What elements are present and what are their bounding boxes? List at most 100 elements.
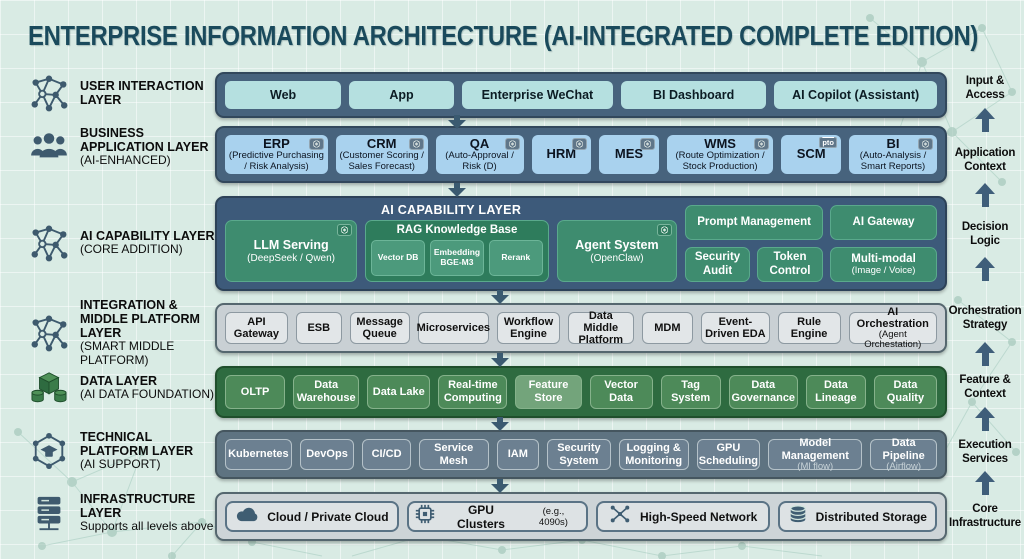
- flow-gap: [215, 417, 947, 431]
- token-control-box: Token Control: [756, 247, 824, 282]
- network-switch-icon: [608, 504, 632, 529]
- app-box-erp: ERP(Predictive Purchasing / Risk Analysi…: [225, 135, 328, 174]
- integration-box-mdm: MDM: [641, 312, 694, 344]
- database-icon: [788, 504, 808, 529]
- down-arrow-icon: [491, 478, 510, 493]
- box-title: CI/CD: [371, 448, 402, 461]
- ai-capability-row: AI CAPABILITY LAYER LLM Serving (DeepSee…: [215, 196, 947, 291]
- people-icon: [26, 131, 72, 163]
- server-stack-icon: [26, 494, 72, 532]
- down-arrow-icon: [491, 290, 510, 304]
- flow-gap: [215, 182, 947, 197]
- box-note: (e.g., 4090s): [538, 505, 568, 528]
- layer-subtitle: (AI SUPPORT): [80, 457, 161, 471]
- rag-knowledge-base-box: RAG Knowledge Base Vector DB Embedding B…: [365, 220, 549, 282]
- integration-box-esb: ESB: [295, 312, 342, 344]
- tech-box-data-pipeline: Data Pipeline(Airflow): [870, 437, 938, 472]
- user-interaction-row: Web App Enterprise WeChat BI Dashboard A…: [215, 72, 947, 118]
- integration-box-event-driven-eda: Event-Driven EDA: [701, 312, 770, 344]
- prompt-management-box: Prompt Management: [685, 205, 824, 240]
- flow-label-input-access: Input & Access: [965, 75, 1005, 101]
- data-box-data-warehouse: Data Warehouse: [293, 375, 360, 409]
- layer-subtitle: Supports all levels above: [80, 519, 214, 533]
- layer-stack: Web App Enterprise WeChat BI Dashboard A…: [215, 72, 947, 541]
- box-subtitle: (Auto-Approval / Risk (D): [445, 150, 514, 172]
- channel-box-app: App: [349, 81, 454, 109]
- integration-box-workflow-engine: Workflow Engine: [497, 312, 560, 344]
- data-box-realtime-computing: Real-time Computing: [438, 375, 508, 409]
- layer-label-integration-platform: INTEGRATION & MIDDLE PLATFORM LAYER(SMAR…: [26, 298, 216, 368]
- infra-box-gpu-clusters: GPU Clusters (e.g., 4090s): [406, 501, 588, 532]
- layer-title: AI CAPABILITY LAYER: [80, 229, 215, 244]
- down-arrow-icon: [491, 352, 510, 367]
- ai-chip-badge-icon: [408, 138, 424, 150]
- tech-box-kubernetes: Kubernetes: [225, 439, 292, 470]
- up-arrow-icon: [946, 471, 1024, 495]
- tech-box-security-system: Security System: [547, 439, 611, 470]
- ai-chip-badge-icon: [308, 138, 324, 150]
- box-subtitle: (Ml flow): [797, 460, 834, 472]
- ai-chip-badge-icon: [572, 138, 588, 150]
- network-nodes-icon: [26, 224, 72, 262]
- security-audit-box: Security Audit: [685, 247, 750, 282]
- ai-chip-badge-icon: [657, 224, 673, 236]
- flow-gap: [215, 290, 947, 304]
- layer-title: BUSINESS APPLICATION LAYER: [80, 126, 209, 154]
- flow-label-orchestration-strategy: Orchestration Strategy: [948, 305, 1022, 331]
- data-layer-row: OLTP Data Warehouse Data Lake Real-time …: [215, 366, 947, 418]
- down-arrow-icon: [447, 115, 466, 129]
- app-box-crm: CRM(Customer Scoring / Sales Forecast): [335, 135, 428, 174]
- box-title: GPU Clusters: [456, 502, 505, 531]
- business-application-row: ERP(Predictive Purchasing / Risk Analysi…: [215, 126, 947, 183]
- box-title: LLM Serving: [253, 238, 329, 253]
- box-title: Microservices: [416, 321, 491, 334]
- box-title: Security System: [557, 442, 601, 467]
- box-title: Rule Engine: [790, 315, 828, 340]
- box-title: Event-Driven EDA: [705, 315, 766, 340]
- box-title: Model Management: [781, 437, 849, 462]
- box-title: SCM: [796, 146, 826, 162]
- layer-subtitle: (CORE ADDITION): [80, 242, 183, 257]
- flow-label-decision-logic: Decision Logic: [961, 221, 1009, 247]
- box-subtitle: (Airflow): [886, 460, 922, 472]
- rag-sub-rerank: Rerank: [488, 240, 543, 276]
- layer-title: INFRASTRUCTURE LAYER: [80, 492, 196, 520]
- layer-subtitle: (AI DATA FOUNDATION): [80, 387, 214, 402]
- box-subtitle: (Image / Voice): [851, 264, 916, 276]
- ai-capability-left: AI CAPABILITY LAYER LLM Serving (DeepSee…: [225, 203, 678, 282]
- pto-badge: pto: [819, 137, 838, 148]
- down-arrow-icon: [447, 182, 466, 197]
- box-subtitle: (Predictive Purchasing / Risk Analysis): [228, 150, 324, 172]
- box-title: MES: [614, 146, 644, 162]
- integration-box-data-middle-platform: Data Middle Platform: [567, 309, 634, 347]
- tech-box-service-mesh: Service Mesh: [418, 439, 489, 470]
- tech-box-logging-monitoring: Logging & Monitoring: [618, 439, 689, 470]
- data-box-data-governance: Data Governance: [728, 375, 798, 409]
- box-title: RAG Knowledge Base: [396, 224, 518, 236]
- rag-sub-embedding: Embedding BGE-M3: [430, 240, 484, 276]
- ai-capability-header: AI CAPABILITY LAYER: [380, 203, 522, 217]
- flow-label-application-context: Application Context: [954, 147, 1016, 173]
- up-arrow-icon: [946, 183, 1024, 207]
- data-box-vector-data: Vector Data: [589, 375, 653, 409]
- ai-chip-badge-icon: [917, 138, 933, 150]
- agent-system-box: Agent System (OpenClaw): [556, 220, 678, 282]
- data-box-oltp: OLTP: [225, 375, 286, 409]
- box-subtitle: (OpenClaw): [590, 252, 644, 264]
- data-box-feature-store: Feature Store: [515, 375, 582, 409]
- gpu-chip-icon: [415, 504, 435, 529]
- flow-label-feature-context: Feature & Context: [959, 374, 1011, 400]
- box-title: Data Middle Platform: [578, 309, 624, 347]
- channel-box-bi-dashboard: BI Dashboard: [620, 81, 767, 109]
- box-title: Distributed Storage: [815, 509, 927, 524]
- box-title: GPU Scheduling: [698, 442, 759, 467]
- app-box-hrm: HRM: [531, 135, 592, 174]
- channel-box-ai-copilot: AI Copilot (Assistant): [774, 81, 937, 109]
- box-title: ESB: [307, 321, 331, 334]
- network-nodes-icon: [26, 74, 72, 112]
- infra-box-cloud: Cloud / Private Cloud: [225, 501, 399, 532]
- layer-title: DATA LAYER: [80, 374, 158, 389]
- network-nodes-icon: [26, 314, 72, 352]
